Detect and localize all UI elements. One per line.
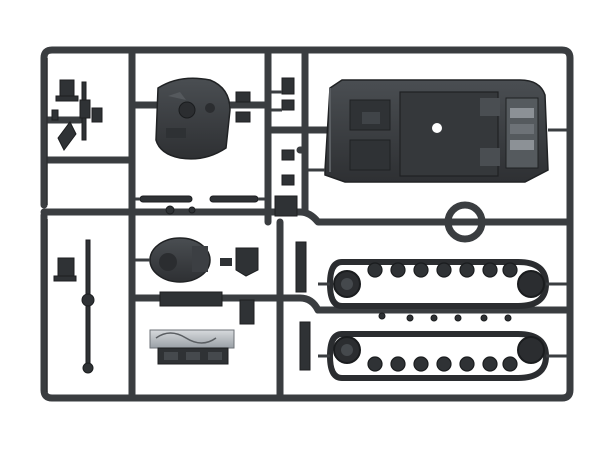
sprue-frame: [40, 46, 574, 402]
small-fittings-part: [51, 79, 103, 151]
mantlet-part: [149, 237, 259, 283]
tow-cable-part: [239, 241, 311, 371]
sprue-ring: [444, 201, 486, 243]
engine-deck-part: [149, 291, 235, 365]
hull-hole: [432, 123, 442, 133]
upper-track-run-part: [326, 259, 550, 309]
hull-deck-part: [324, 79, 549, 183]
small-fittings-part: [53, 239, 95, 374]
turret-part: [155, 77, 231, 160]
gun-barrel-part: [139, 195, 259, 215]
lower-track-run-part: [326, 331, 550, 381]
small-fittings-part: [235, 77, 298, 217]
road-wheel-part: [378, 312, 512, 322]
sprue-gates: [132, 90, 570, 358]
